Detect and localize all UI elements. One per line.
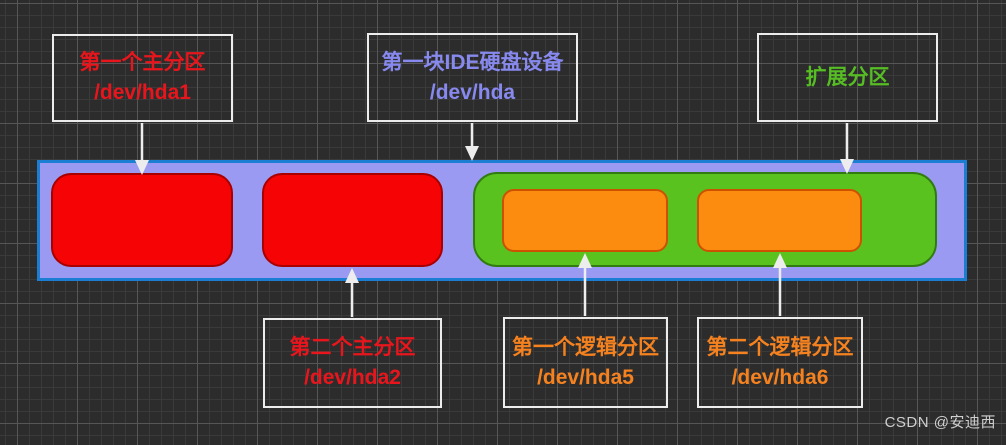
partition-logical-hda5 xyxy=(502,189,668,252)
label-primary2-device: /dev/hda2 xyxy=(304,366,401,389)
callout-box-extended-partition: 扩展分区 xyxy=(757,33,938,122)
callout-box-ide-disk: 第一块IDE硬盘设备 /dev/hda xyxy=(367,33,578,122)
callout-box-logical-partition-2: 第二个逻辑分区 /dev/hda6 xyxy=(697,317,863,408)
label-logical2-device: /dev/hda6 xyxy=(731,365,829,389)
label-primary1-device: /dev/hda1 xyxy=(94,81,191,104)
partition-extended xyxy=(473,172,937,267)
partition-primary-hda1 xyxy=(51,173,233,267)
label-primary2-name: 第二个主分区 xyxy=(289,336,416,359)
label-primary1-name: 第一个主分区 xyxy=(79,51,206,74)
label-extended-name: 扩展分区 xyxy=(805,65,890,89)
arrow-to-hda xyxy=(465,123,479,161)
callout-box-primary-partition-1: 第一个主分区 /dev/hda1 xyxy=(52,34,233,122)
label-logical2-name: 第二个逻辑分区 xyxy=(706,335,854,359)
partition-primary-hda2 xyxy=(262,173,443,267)
watermark: CSDN @安迪西 xyxy=(884,414,996,431)
callout-box-logical-partition-1: 第一个逻辑分区 /dev/hda5 xyxy=(503,317,668,408)
label-disk-name: 第一块IDE硬盘设备 xyxy=(381,50,564,74)
label-disk-device: /dev/hda xyxy=(429,80,516,104)
label-logical1-name: 第一个逻辑分区 xyxy=(512,335,659,359)
partition-logical-hda6 xyxy=(697,189,862,252)
label-logical1-device: /dev/hda5 xyxy=(537,365,634,389)
callout-box-primary-partition-2: 第二个主分区 /dev/hda2 xyxy=(263,318,442,408)
disk-bar-hda xyxy=(37,160,967,281)
